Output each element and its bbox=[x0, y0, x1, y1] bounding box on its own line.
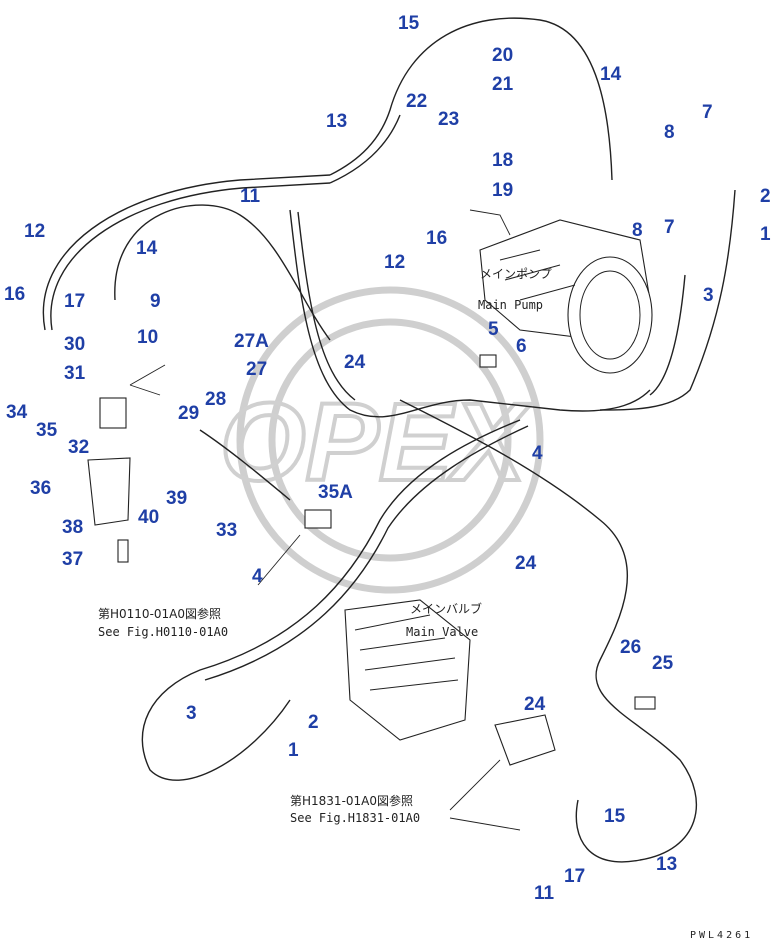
callout-39: 39 bbox=[166, 488, 187, 509]
callout-7-second: 7 bbox=[664, 217, 675, 238]
callout-36: 36 bbox=[30, 478, 51, 499]
watermark-text: OPEX bbox=[220, 381, 531, 504]
callout-40: 40 bbox=[138, 507, 159, 528]
callout-32: 32 bbox=[68, 437, 89, 458]
callout-27A: 27A bbox=[234, 331, 269, 352]
callout-20: 20 bbox=[492, 45, 513, 66]
callout-19: 19 bbox=[492, 180, 513, 201]
callout-24-second: 24 bbox=[515, 553, 537, 574]
callout-31: 31 bbox=[64, 363, 86, 384]
callout-12-second: 12 bbox=[384, 252, 405, 273]
callout-16-second: 16 bbox=[426, 228, 447, 249]
callout-16: 16 bbox=[4, 284, 25, 305]
reference-h1831-en: See Fig.H1831-01A0 bbox=[290, 811, 420, 825]
callout-13-second: 13 bbox=[656, 854, 677, 875]
callout-24: 24 bbox=[344, 352, 366, 373]
main-pump bbox=[479, 219, 653, 374]
callout-14-second: 14 bbox=[600, 64, 622, 85]
callout-10: 10 bbox=[137, 327, 158, 348]
callout-29: 29 bbox=[178, 403, 199, 424]
callout-17-second: 17 bbox=[564, 866, 585, 887]
leader-lines bbox=[129, 209, 521, 831]
callout-37: 37 bbox=[62, 549, 83, 570]
main-valve-label-en: Main Valve bbox=[406, 625, 478, 639]
callout-14: 14 bbox=[136, 238, 158, 259]
callout-15: 15 bbox=[398, 13, 420, 34]
callout-8: 8 bbox=[664, 122, 675, 143]
callout-23: 23 bbox=[438, 109, 459, 130]
callout-5: 5 bbox=[488, 319, 499, 340]
callout-2: 2 bbox=[760, 186, 771, 207]
hose-routes bbox=[42, 17, 736, 863]
callout-2-second: 2 bbox=[308, 712, 319, 733]
callout-11: 11 bbox=[240, 186, 261, 207]
callout-12: 12 bbox=[24, 221, 45, 242]
callout-33: 33 bbox=[216, 520, 237, 541]
callout-1: 1 bbox=[760, 224, 771, 245]
callout-3: 3 bbox=[703, 285, 714, 306]
callout-13: 13 bbox=[326, 111, 347, 132]
callout-35A: 35A bbox=[318, 482, 353, 503]
fittings bbox=[87, 354, 656, 710]
callout-15-second: 15 bbox=[604, 806, 626, 827]
callout-3-second: 3 bbox=[186, 703, 197, 724]
reference-h1831-jp: 第H1831-01A0図参照 bbox=[290, 793, 413, 808]
reference-h0110-en: See Fig.H0110-01A0 bbox=[98, 625, 228, 639]
callout-25: 25 bbox=[652, 653, 674, 674]
callout-22: 22 bbox=[406, 91, 427, 112]
callout-8-second: 8 bbox=[632, 220, 643, 241]
callout-7: 7 bbox=[702, 102, 713, 123]
callout-26: 26 bbox=[620, 637, 641, 658]
callout-9: 9 bbox=[150, 291, 161, 312]
callout-18: 18 bbox=[492, 150, 513, 171]
callout-30: 30 bbox=[64, 334, 85, 355]
callout-11-second: 11 bbox=[534, 883, 555, 904]
callout-1-second: 1 bbox=[288, 740, 299, 761]
callout-24-third: 24 bbox=[524, 694, 546, 715]
callout-21: 21 bbox=[492, 74, 514, 95]
drawing-code: PWL4261 bbox=[690, 930, 753, 941]
reference-h0110-jp: 第H0110-01A0図参照 bbox=[98, 606, 221, 621]
callout-4: 4 bbox=[532, 443, 543, 464]
main-pump-label-en: Main Pump bbox=[478, 298, 543, 312]
callout-17: 17 bbox=[64, 291, 85, 312]
callout-4-second: 4 bbox=[252, 566, 263, 587]
callout-labels: 1 2 3 4 5 6 7 8 9 10 11 12 13 14 15 16 1… bbox=[4, 13, 771, 904]
callout-35: 35 bbox=[36, 420, 58, 441]
callout-38: 38 bbox=[62, 517, 83, 538]
part-captions: メインポンプ Main Pump メインバルブ Main Valve 第H011… bbox=[98, 267, 753, 941]
main-valve-label-jp: メインバルブ bbox=[410, 601, 482, 616]
callout-34: 34 bbox=[6, 402, 28, 423]
main-pump-label-jp: メインポンプ bbox=[480, 267, 552, 281]
callout-27: 27 bbox=[246, 359, 267, 380]
sub-valve-block bbox=[494, 714, 556, 766]
main-valve bbox=[344, 599, 471, 741]
callout-6: 6 bbox=[516, 336, 527, 357]
callout-28: 28 bbox=[205, 389, 226, 410]
